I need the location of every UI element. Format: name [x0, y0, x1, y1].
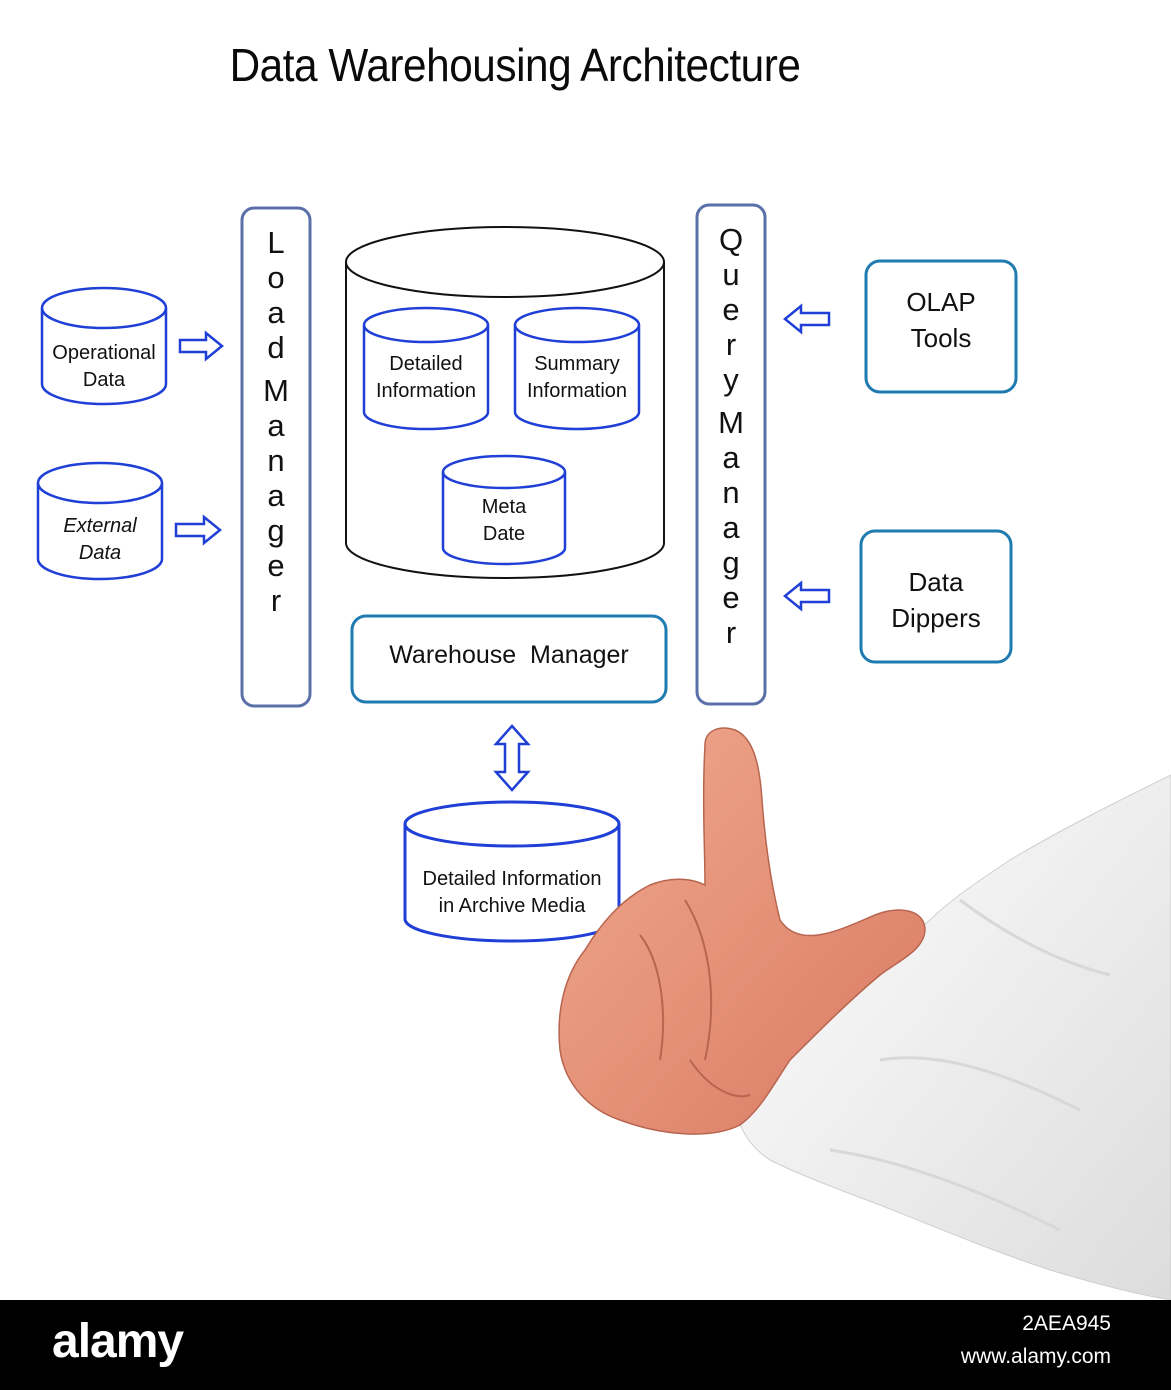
- warehouse-cylinder: [345, 226, 665, 579]
- olap-tools-label: OLAP Tools: [906, 287, 976, 353]
- sleeve-fold-2: [879, 1056, 1081, 1112]
- operational-data-label: Operational Data: [52, 342, 156, 391]
- data-dippers-box: [859, 529, 1013, 664]
- external-data-label: External Data: [63, 515, 137, 564]
- meta-date-label: Meta Date: [481, 496, 527, 545]
- data-dippers-label: Data Dippers: [891, 567, 981, 633]
- pointing-hand: [558, 727, 926, 1135]
- meta-date-cylinder: [441, 454, 567, 566]
- knuckle-line-1: [639, 934, 665, 1061]
- alamy-logo: alamy: [52, 1315, 184, 1368]
- footer-bar: alamy 2AEA945 www.alamy.com: [0, 1300, 1171, 1390]
- query-manager-box: [695, 203, 767, 706]
- page-title: Data Warehousing Architecture: [229, 39, 801, 91]
- image-id: 2AEA945: [1022, 1312, 1111, 1335]
- load-manager-box: [240, 206, 312, 708]
- arrow-operational-to-load: [178, 330, 224, 362]
- summary-information-cylinder: [513, 306, 641, 431]
- sleeve-fold-3: [829, 1148, 1061, 1232]
- query-manager-label: Q u e r y M a n a g e r: [718, 222, 744, 650]
- arrow-external-to-load: [174, 514, 222, 546]
- detailed-information-cylinder: [362, 306, 490, 431]
- arrow-dippers-to-query: [783, 580, 831, 612]
- summary-information-label: Summary Information: [526, 353, 628, 402]
- load-manager-label: L o a d M a n a g e r: [263, 225, 289, 618]
- footer-url: www.alamy.com: [960, 1345, 1111, 1368]
- external-data-cylinder: [36, 461, 164, 581]
- architecture-diagram: [36, 203, 1171, 1300]
- knuckle-line-2: [684, 899, 713, 1061]
- thumb-line: [689, 1059, 751, 1098]
- archive-media-label: Detailed Information in Archive Media: [422, 868, 602, 917]
- sleeve-fold-1: [959, 898, 1111, 977]
- double-arrow-warehouse-archive: [493, 724, 531, 792]
- olap-tools-box: [864, 259, 1018, 394]
- warehouse-manager-box: [350, 614, 668, 704]
- detailed-information-label: Detailed Information: [375, 353, 477, 402]
- operational-data-cylinder: [40, 286, 168, 406]
- warehouse-manager-label: Warehouse Manager: [389, 641, 629, 669]
- arrow-olap-to-query: [783, 303, 831, 335]
